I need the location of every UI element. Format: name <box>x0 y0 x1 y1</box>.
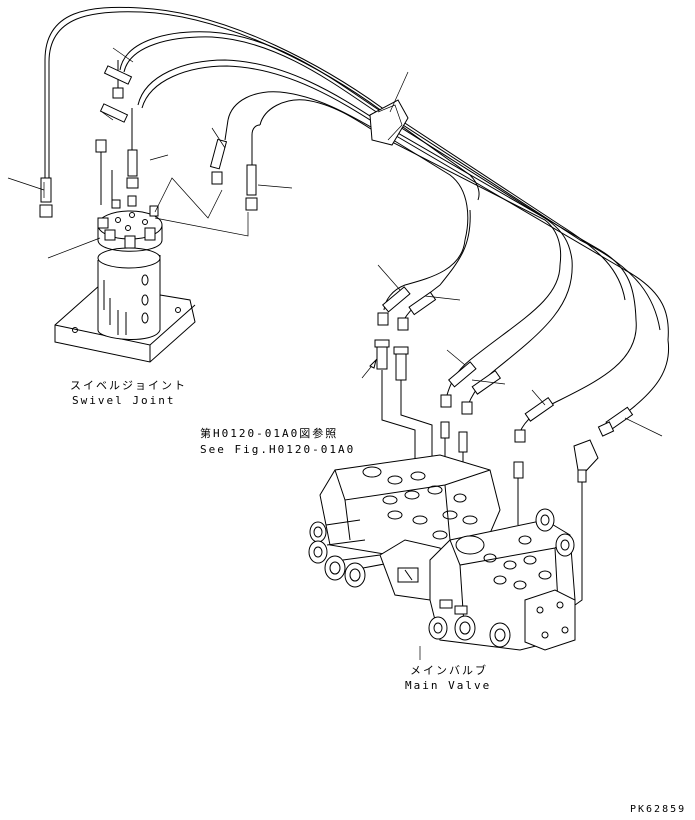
nut-r4 <box>461 401 473 415</box>
vf-4 <box>458 431 468 453</box>
fitting-r5 <box>524 396 555 422</box>
nut-l6 <box>245 197 258 211</box>
right-hose-fittings <box>377 264 663 443</box>
hose-clamp-inner <box>377 104 403 141</box>
hose-c <box>137 59 637 321</box>
fitting-r2 <box>408 291 437 316</box>
main-valve-label-en: Main Valve <box>405 679 492 692</box>
vf-3 <box>440 421 450 439</box>
drop-1 <box>383 239 466 311</box>
drawing-code: PK62859 <box>630 804 687 815</box>
valve-end-cap <box>524 589 576 651</box>
hose-d <box>141 65 669 341</box>
fitting-l1 <box>40 177 52 203</box>
port-5 <box>149 205 159 217</box>
hose-drops <box>383 209 670 433</box>
hose-outer-2 <box>48 11 661 331</box>
nut-r1 <box>377 312 389 326</box>
hose-outer <box>44 6 626 301</box>
fitting-l3 <box>99 103 129 123</box>
hose-f <box>259 99 562 266</box>
swivel-joint <box>54 195 196 363</box>
nut-l3 <box>95 139 107 153</box>
port-4 <box>144 227 156 241</box>
swivel-joint-label-en: Swivel Joint <box>72 394 176 407</box>
port-6 <box>111 199 121 209</box>
port-1 <box>97 217 109 229</box>
main-valve-label-jp: メインバルブ <box>410 664 488 677</box>
port-7 <box>127 195 137 207</box>
nut-r5 <box>514 429 526 443</box>
vf-2 <box>395 351 407 381</box>
drop-2 <box>404 209 471 319</box>
spool-ends-left <box>308 519 396 588</box>
hose-e <box>227 91 469 241</box>
nut-l1 <box>39 204 53 218</box>
fitting-l5 <box>209 138 228 170</box>
drop-4 <box>467 259 573 406</box>
hose-b <box>123 36 573 261</box>
nut-l4 <box>126 177 139 189</box>
nut-r2 <box>397 317 409 331</box>
fitting-r4 <box>471 369 502 395</box>
main-valve <box>308 454 576 651</box>
left-hose-fittings <box>39 60 261 218</box>
nut-l2 <box>112 87 124 99</box>
hose-bundle <box>44 6 669 341</box>
fitting-l2 <box>103 65 133 85</box>
drop-5 <box>519 319 637 433</box>
nut-r3 <box>440 394 452 408</box>
swivel-joint-label-jp: スイベルジョイント <box>70 379 187 392</box>
fitting-r1 <box>381 286 411 313</box>
leader-lines-left <box>7 47 409 259</box>
reference-label-en: See Fig.H0120-01A0 <box>200 443 356 456</box>
port-3 <box>124 235 136 249</box>
fitting-l6 <box>246 164 257 196</box>
fitting-l4 <box>127 149 138 177</box>
reference-label-jp: 第H0120-01A0図参照 <box>200 427 339 440</box>
nut-r6 <box>597 421 615 437</box>
vf-5 <box>513 461 524 479</box>
nut-l5 <box>211 171 223 185</box>
swivel-body <box>97 255 161 340</box>
port-2 <box>104 229 116 241</box>
vf-6 <box>573 439 599 473</box>
fitting-r3 <box>447 361 477 388</box>
vf-1 <box>376 344 388 370</box>
